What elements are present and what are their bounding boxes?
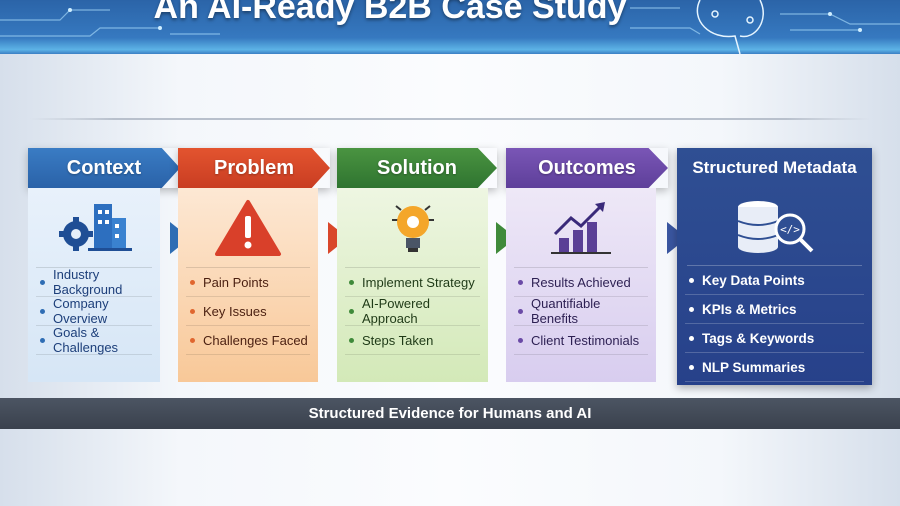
svg-text:</>: </>: [780, 223, 800, 236]
footer-banner: Structured Evidence for Humans and AI: [0, 398, 900, 429]
list-item: Quantifiable Benefits: [514, 296, 648, 326]
page-title: An AI-Ready B2B Case Study: [153, 0, 627, 26]
growth-chart-icon: [514, 188, 648, 268]
column-problem: Problem Pain Points Key Issues Challenge…: [178, 148, 330, 382]
list-item: Goals & Challenges: [36, 325, 152, 355]
header-banner: An AI-Ready B2B Case Study: [0, 0, 900, 54]
column-context: Context Industry Background Company Over…: [28, 148, 180, 382]
list-item: Key Issues: [186, 297, 310, 326]
database-code-icon: </>: [687, 188, 862, 266]
column-header: Structured Metadata: [692, 158, 857, 177]
list-item: Results Achieved: [514, 268, 648, 297]
list-item: Steps Taken: [345, 326, 480, 355]
warning-icon: [186, 188, 310, 268]
list-item: Industry Background: [36, 267, 152, 297]
list-item: Key Data Points: [685, 266, 864, 295]
column-header: Context: [28, 148, 180, 188]
building-gear-icon: [36, 188, 152, 268]
list-item: Client Testimonials: [514, 326, 648, 355]
list-item: Challenges Faced: [186, 326, 310, 355]
column-header: Problem: [178, 148, 330, 188]
column-solution: Solution Implement Strategy AI-Powered A…: [337, 148, 497, 382]
list-item: Pain Points: [186, 268, 310, 297]
list-item: AI-Powered Approach: [345, 296, 480, 326]
list-item: NLP Summaries: [685, 353, 864, 382]
list-item: Tags & Keywords: [685, 324, 864, 353]
list-item: Company Overview: [36, 296, 152, 326]
column-header: Solution: [337, 148, 497, 188]
list-item: Implement Strategy: [345, 268, 480, 297]
column-structured-metadata: Structured Metadata </> Key Data Points …: [677, 148, 872, 385]
column-header: Outcomes: [506, 148, 668, 188]
column-outcomes: Outcomes Results Achieved Quantifiable B…: [506, 148, 668, 382]
list-item: KPIs & Metrics: [685, 295, 864, 324]
lightbulb-gear-icon: [345, 188, 480, 268]
divider: [30, 118, 870, 120]
circuit-decoration-icon: [0, 0, 900, 54]
